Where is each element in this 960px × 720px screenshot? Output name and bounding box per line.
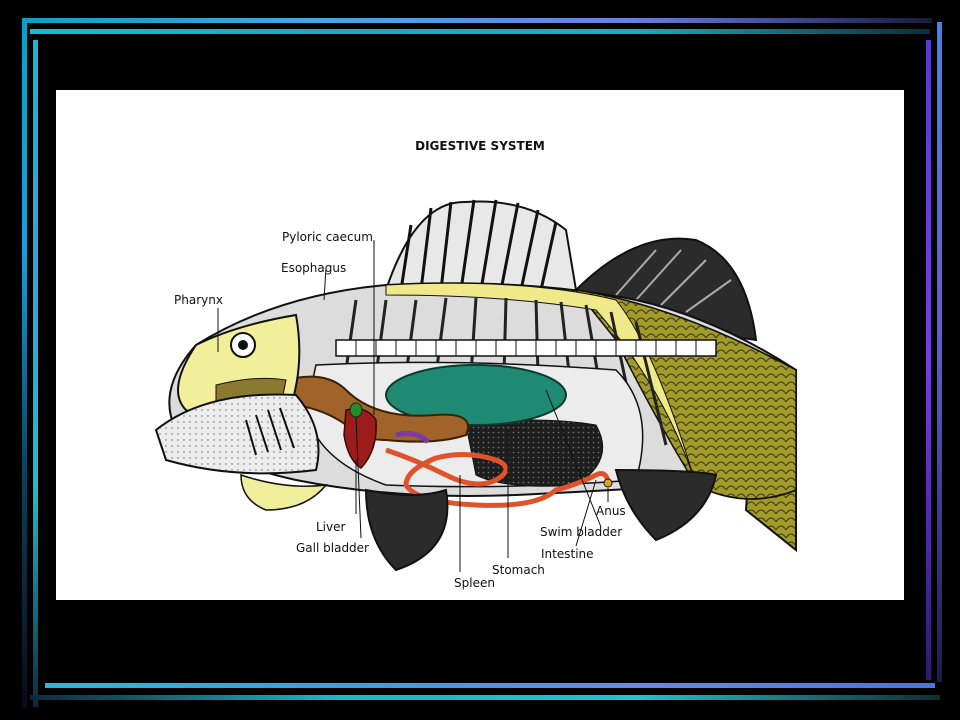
vertebral-column xyxy=(335,339,717,357)
label-swim-bladder: Swim bladder xyxy=(540,525,622,539)
label-anus: Anus xyxy=(596,504,626,518)
label-esophagus: Esophagus xyxy=(281,261,346,275)
leader-lines xyxy=(217,240,609,572)
gall-bladder-organ xyxy=(349,402,363,418)
border-bar-right-inner xyxy=(926,40,931,680)
border-bar-top-outer xyxy=(22,18,932,23)
border-bar-right-outer xyxy=(937,22,942,682)
border-bar-left-inner xyxy=(33,40,38,707)
vertebrae xyxy=(355,340,697,356)
liver-organ xyxy=(343,408,377,469)
anal-fin xyxy=(614,468,718,542)
label-liver: Liver xyxy=(316,520,346,534)
intestine-organ xyxy=(385,447,611,508)
border-bar-bottom-inner xyxy=(45,683,935,688)
border-bar-top-inner xyxy=(30,29,930,34)
border-bar-bottom-outer xyxy=(30,695,940,700)
pyloric-caecum-organ xyxy=(395,431,430,444)
swim-bladder-organ xyxy=(385,364,567,426)
label-intestine: Intestine xyxy=(541,547,594,561)
fish-pupil xyxy=(238,340,248,350)
label-stomach: Stomach xyxy=(492,563,545,577)
diagram-title: DIGESTIVE SYSTEM xyxy=(415,139,545,153)
label-gall-bladder: Gall bladder xyxy=(296,541,369,555)
pelvic-fin xyxy=(364,488,449,572)
fish-diagram: DIGESTIVE SYSTEM Pyloric caecum Esophagu… xyxy=(154,139,797,590)
label-spleen: Spleen xyxy=(454,576,495,590)
diagram-panel: DIGESTIVE SYSTEM Pyloric caecum Esophagu… xyxy=(56,90,904,600)
pectoral-fin xyxy=(240,473,328,511)
lower-jaw xyxy=(154,393,320,475)
label-pyloric-caecum: Pyloric caecum xyxy=(282,230,373,244)
anus-organ xyxy=(603,478,613,488)
label-pharynx: Pharynx xyxy=(174,293,223,307)
border-bar-left-outer xyxy=(22,18,27,708)
spleen-region xyxy=(465,419,604,487)
dorsal-fin xyxy=(384,199,578,291)
gill-rakers xyxy=(245,407,295,456)
